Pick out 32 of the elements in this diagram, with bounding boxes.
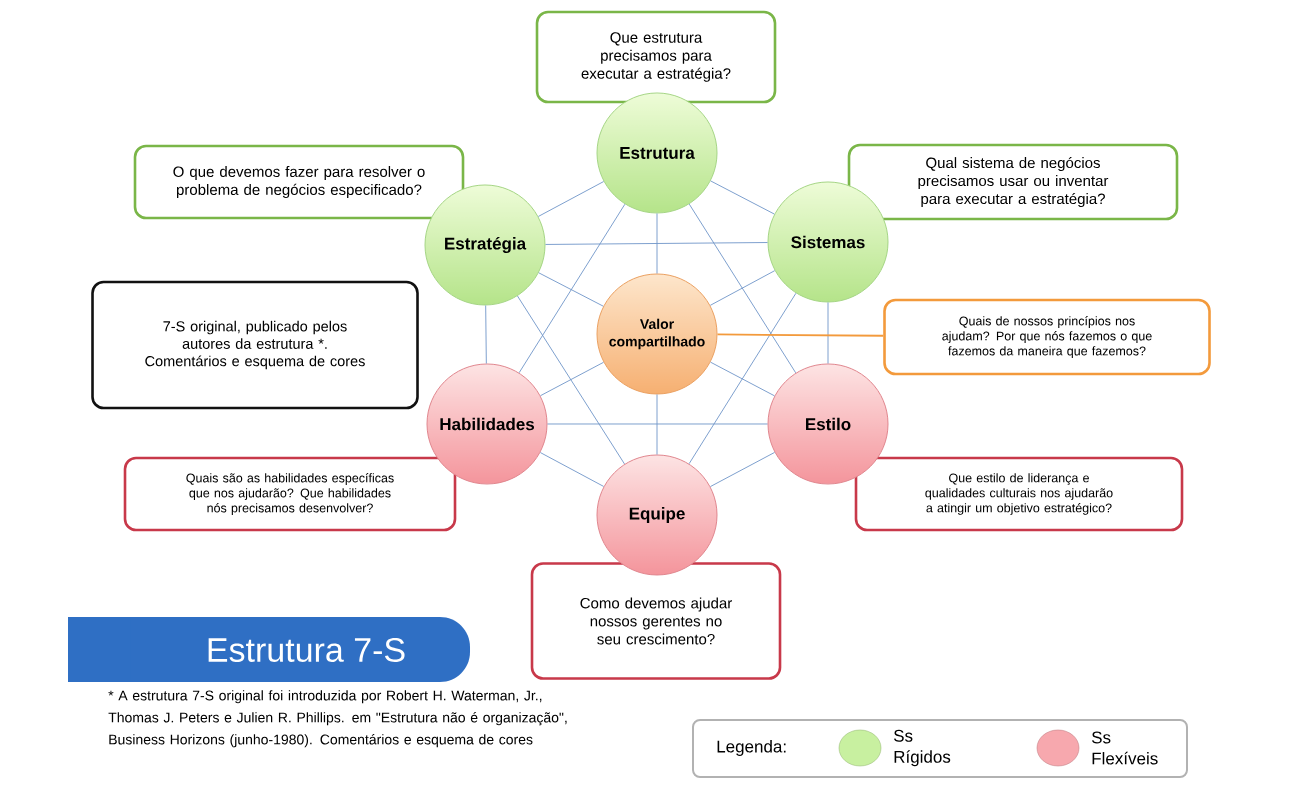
- connector-line: [517, 295, 625, 465]
- connector-line: [827, 302, 829, 364]
- connector-line: [485, 305, 487, 364]
- connector-line: [709, 270, 776, 306]
- connector-line: [539, 452, 605, 487]
- question-box: O que devemos fazer para resolver o problema de negócios especificado?: [133, 144, 465, 220]
- legend-label: Ss Rígidos: [893, 729, 951, 767]
- connector-line: [540, 361, 604, 397]
- question-box: Que estilo de liderança e qualidades culturais nos ajudarão a atingir um objetivo estratégico?: [854, 456, 1184, 532]
- connector-line: [547, 423, 768, 425]
- footnote: * A estrutura 7-S original foi introduzida por Robert H. Waterman, Jr., Thomas J. Peters e Julien R. Phillips. em "Estrutura não é organização", Business Horizons (junho-1980). Comentários e esquema de cores: [108, 690, 567, 748]
- connector-line: [538, 272, 604, 307]
- connector-line: [710, 361, 775, 397]
- question-box: Como devemos ajudar nossos gerentes no seu crescimento?: [530, 562, 782, 680]
- connector-line: [518, 203, 626, 374]
- connector-line: [688, 203, 797, 374]
- connector-line: [716, 333, 885, 337]
- question-box: Que estrutura precisamos para executar a estratégia?: [535, 10, 777, 104]
- legend-label: Ss Flexíveis: [1091, 731, 1158, 765]
- question-box: Qual sistema de negócios precisamos usar ou inventar para executar a estratégia?: [847, 143, 1179, 221]
- question-box: 7-S original, publicado pelos autores da estrutura *. Comentários e esquema de cores: [91, 280, 419, 410]
- connector-line: [688, 292, 797, 465]
- connector-line: [545, 242, 768, 245]
- connector-line: [656, 213, 658, 274]
- connector-line: [709, 451, 776, 488]
- connector-line: [537, 181, 605, 217]
- connector-line: [710, 180, 775, 215]
- question-box: Quais são as habilidades específicas que nos ajudarão? Que habilidades nós precisamos desenvolver?: [123, 456, 457, 532]
- title-banner: Estrutura 7-S: [68, 617, 470, 682]
- question-box: Quais de nossos princípios nos ajudam? Por que nós fazemos o que fazemos da maneira que fazemos?: [883, 298, 1211, 376]
- connector-line: [656, 394, 658, 455]
- legend-title: Legenda:: [717, 740, 786, 756]
